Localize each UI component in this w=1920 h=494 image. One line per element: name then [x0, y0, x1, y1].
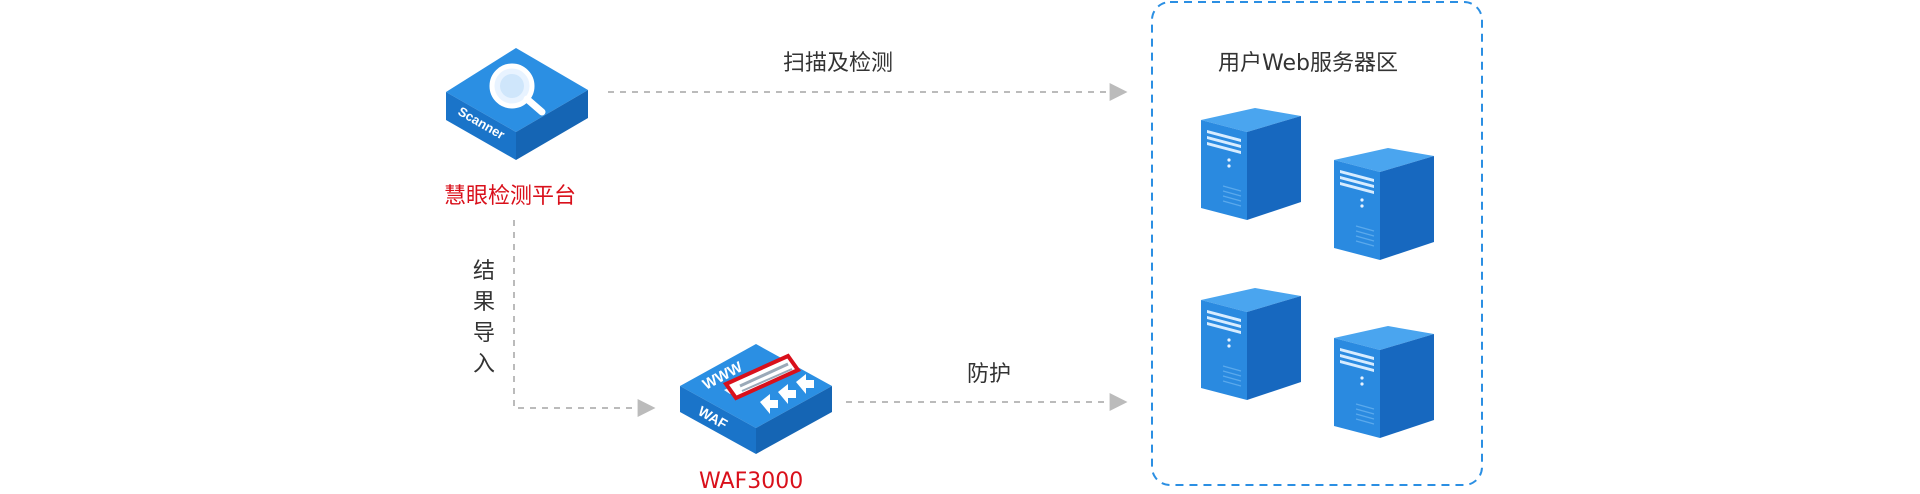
- server-vent: [1355, 225, 1375, 232]
- server-vent: [1355, 230, 1375, 237]
- server-vent: [1355, 235, 1375, 242]
- server-drive-bay: [1340, 182, 1374, 194]
- server-vent: [1222, 380, 1242, 387]
- server-indicator-icon: [1227, 164, 1231, 168]
- server-vent: [1222, 185, 1242, 192]
- server-drive-bay: [1340, 176, 1374, 188]
- import-edge-label: 结果导入: [472, 259, 495, 377]
- scan-edge-label: 扫描及检测: [783, 51, 894, 76]
- server-drive-bay: [1340, 354, 1374, 366]
- server-drive-bay: [1340, 348, 1374, 360]
- server-vent: [1222, 370, 1242, 377]
- web-server-zone-border: [1151, 1, 1483, 486]
- protect-edge-label: 防护: [967, 362, 1012, 387]
- server-indicator-icon: [1227, 158, 1231, 162]
- server-indicator-icon: [1360, 198, 1364, 202]
- server-vent: [1222, 375, 1242, 382]
- server-drive-bay: [1207, 136, 1241, 148]
- server-vent: [1222, 200, 1242, 207]
- server-vent: [1355, 403, 1375, 410]
- waf-label: WAF3000: [699, 469, 804, 494]
- server-top-face: [1201, 288, 1301, 312]
- server-indicator-icon: [1227, 344, 1231, 348]
- server-vent: [1355, 240, 1375, 247]
- server-top-face: [1201, 108, 1301, 132]
- server-vent: [1222, 190, 1242, 197]
- server-indicator-icon: [1360, 376, 1364, 380]
- server-drive-bay: [1340, 360, 1374, 372]
- server-indicator-icon: [1227, 338, 1231, 342]
- waf-left-face: [680, 386, 756, 454]
- server-drive-bay: [1207, 316, 1241, 328]
- waf-device: WWW WAF: [680, 344, 832, 454]
- server-drive-bay: [1340, 170, 1374, 182]
- scanner-device: Scanner: [446, 48, 588, 160]
- scanner-right-face: [516, 90, 588, 160]
- server-indicator-icon: [1360, 382, 1364, 386]
- server-drive-bay: [1207, 322, 1241, 334]
- server-side-face: [1380, 156, 1434, 260]
- web-zone-title: 用户Web服务器区: [1218, 51, 1398, 76]
- server-tl: [1201, 108, 1301, 220]
- server-indicator-icon: [1360, 204, 1364, 208]
- server-top-face: [1334, 148, 1434, 172]
- scanner-label: 慧眼检测平台: [444, 184, 577, 209]
- server-drive-bay: [1207, 142, 1241, 154]
- server-drive-bay: [1207, 130, 1241, 142]
- server-vent: [1222, 195, 1242, 202]
- import-arrow: [513, 220, 656, 417]
- waf-up-arrows-icon: [760, 374, 814, 414]
- server-vent: [1222, 365, 1242, 372]
- server-vent: [1355, 408, 1375, 415]
- server-side-face: [1247, 116, 1301, 220]
- server-vent: [1355, 418, 1375, 425]
- server-side-face: [1247, 296, 1301, 400]
- scanner-left-face: [446, 92, 516, 160]
- server-drive-bay: [1207, 310, 1241, 322]
- server-br: [1334, 326, 1434, 438]
- server-top-face: [1334, 326, 1434, 350]
- server-tr: [1334, 148, 1434, 260]
- server-side-face: [1380, 334, 1434, 438]
- waf-right-face: [756, 386, 832, 454]
- server-vent: [1355, 413, 1375, 420]
- waf-banner: [722, 353, 802, 401]
- web-servers: [1201, 108, 1434, 438]
- server-bl: [1201, 288, 1301, 400]
- magnifier-icon: [489, 63, 546, 116]
